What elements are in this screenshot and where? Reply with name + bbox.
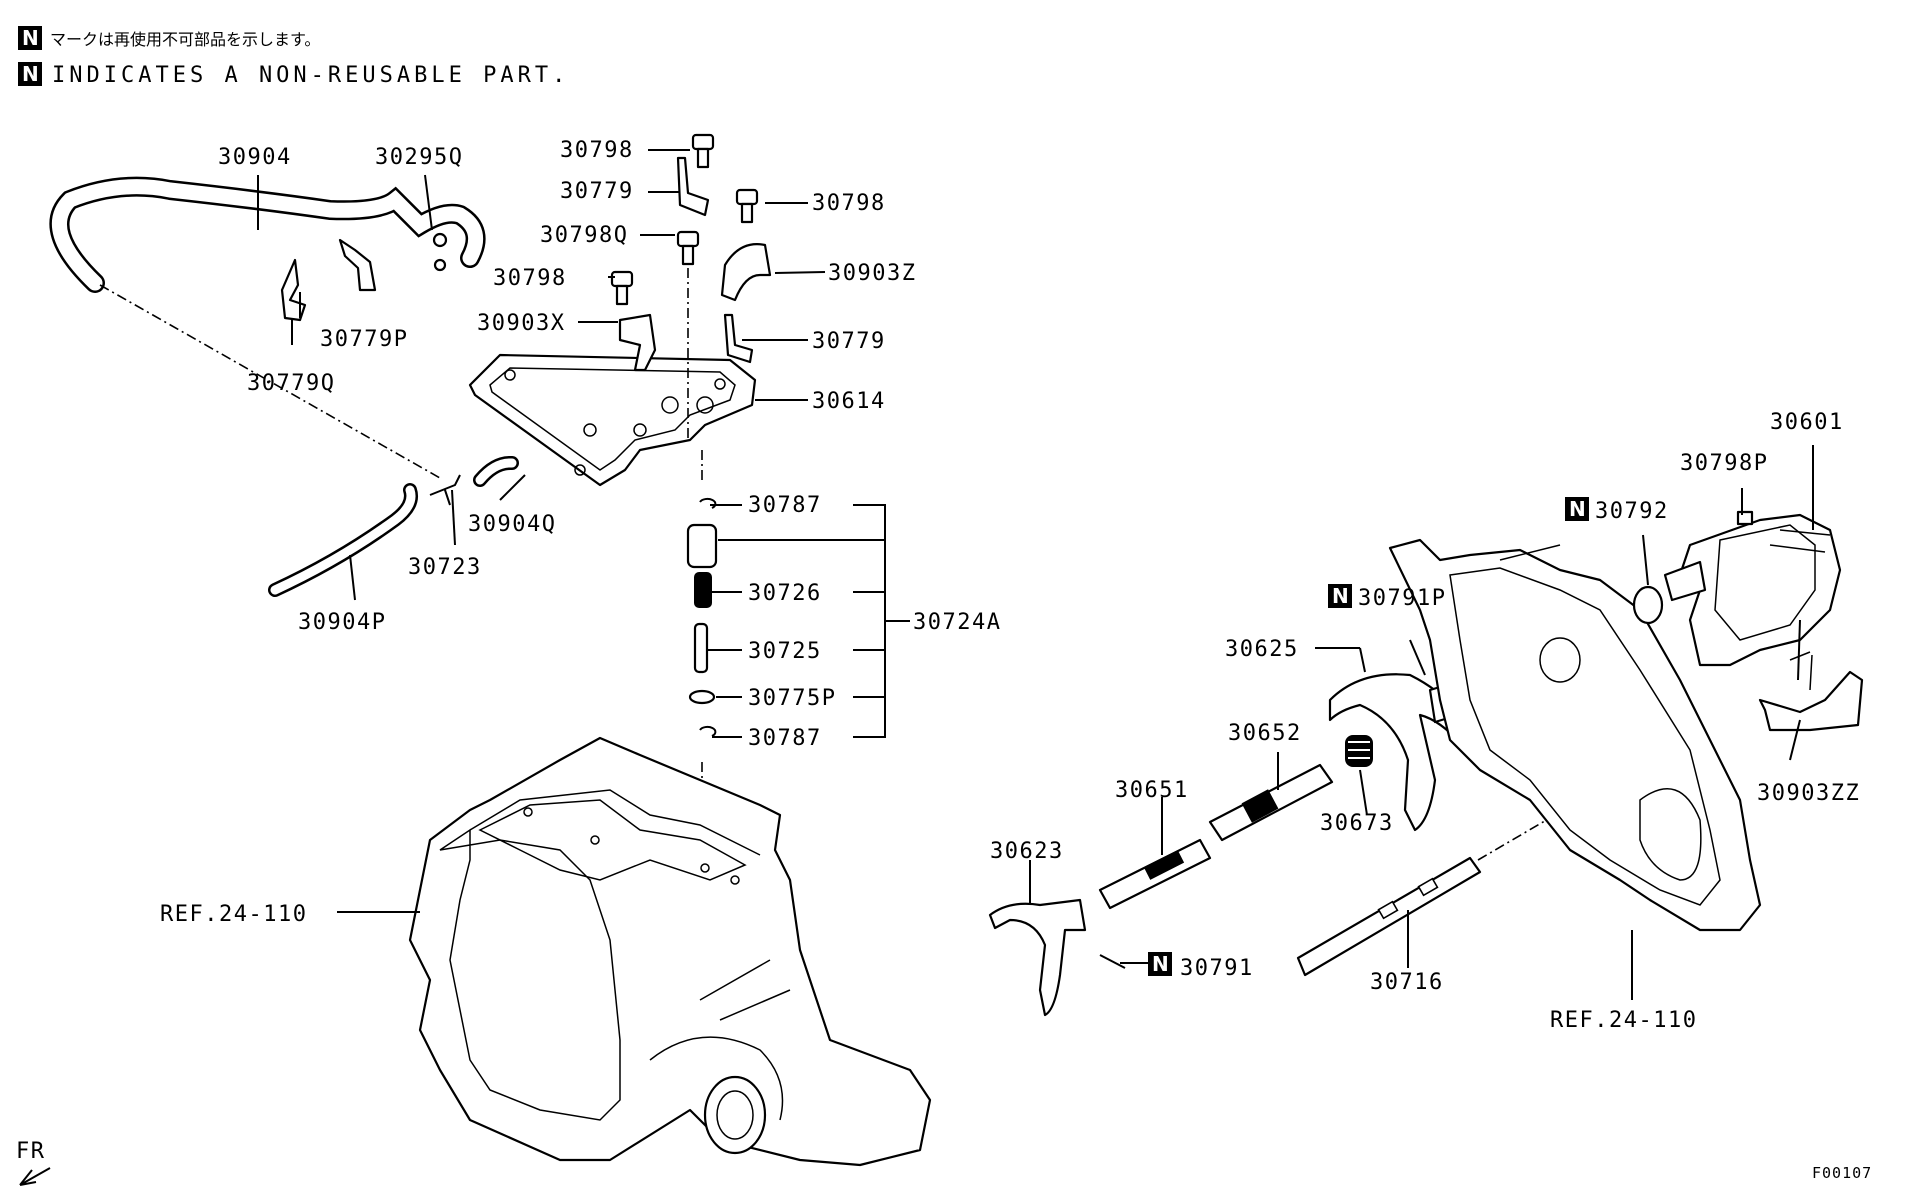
hose-assembly — [49, 176, 519, 597]
non-reusable-badges: N N N — [1148, 497, 1589, 976]
transmission-case-left — [408, 736, 932, 1167]
label-30601: 30601 — [1770, 410, 1844, 435]
n-badge-1: N — [22, 26, 39, 50]
n-badge-30792: N — [1569, 497, 1586, 521]
label-30903Z: 30903Z — [828, 261, 916, 286]
label-30903ZZ: 30903ZZ — [1757, 781, 1860, 806]
label-30625: 30625 — [1225, 637, 1299, 662]
leader-lines — [257, 149, 1814, 1000]
label-30798P: 30798P — [1680, 451, 1768, 476]
label-30651: 30651 — [1115, 778, 1189, 803]
label-30904Q: 30904Q — [468, 512, 556, 537]
label-30716: 30716 — [1370, 970, 1444, 995]
label-ref-right: REF.24-110 — [1550, 1008, 1697, 1033]
detent-stack — [686, 497, 718, 860]
label-30623: 30623 — [990, 839, 1064, 864]
label-30726: 30726 — [748, 581, 822, 606]
transmission-case-right — [1388, 538, 1762, 932]
label-30904: 30904 — [218, 145, 292, 170]
label-30779-lower: 30779 — [812, 329, 886, 354]
label-ref-left: REF.24-110 — [160, 902, 307, 927]
label-30779P: 30779P — [320, 327, 408, 352]
english-note: INDICATES A NON-REUSABLE PART. — [52, 63, 569, 88]
shift-cover-assembly — [468, 133, 772, 487]
label-30903X: 30903X — [477, 311, 565, 336]
label-30775P: 30775P — [748, 686, 836, 711]
label-30791P: 30791P — [1358, 586, 1446, 611]
label-30792: 30792 — [1595, 499, 1669, 524]
n-badge-2: N — [22, 62, 39, 86]
diagram-code: F00107 — [1812, 1164, 1872, 1182]
label-30791: 30791 — [1180, 956, 1254, 981]
label-30724A: 30724A — [913, 610, 1001, 635]
label-30725: 30725 — [748, 639, 822, 664]
label-30798Q: 30798Q — [540, 223, 628, 248]
label-30787-top: 30787 — [748, 493, 822, 518]
part-labels: 30904 30295Q 30798 30779 30798 30798Q 30… — [160, 138, 1860, 1033]
japanese-note: マークは再使用不可部品を示します。 — [50, 30, 320, 49]
label-30779-top: 30779 — [560, 179, 634, 204]
label-30723: 30723 — [408, 555, 482, 580]
label-30904P: 30904P — [298, 610, 386, 635]
label-30787-bottom: 30787 — [748, 726, 822, 751]
label-30673: 30673 — [1320, 811, 1394, 836]
label-30798-top: 30798 — [560, 138, 634, 163]
label-30798-right: 30798 — [812, 191, 886, 216]
fr-arrow-icon — [19, 1167, 51, 1186]
header-notes: N マークは再使用不可部品を示します。 N INDICATES A NON-RE… — [18, 26, 569, 88]
label-30652: 30652 — [1228, 721, 1302, 746]
label-30614: 30614 — [812, 389, 886, 414]
footer: FR F00107 — [16, 1139, 1872, 1186]
label-30295Q: 30295Q — [375, 145, 463, 170]
n-badge-30791: N — [1152, 952, 1169, 976]
n-badge-30791P: N — [1332, 584, 1349, 608]
label-30779Q: 30779Q — [247, 371, 335, 396]
fr-label: FR — [16, 1139, 46, 1164]
label-30798-mid: 30798 — [493, 266, 567, 291]
